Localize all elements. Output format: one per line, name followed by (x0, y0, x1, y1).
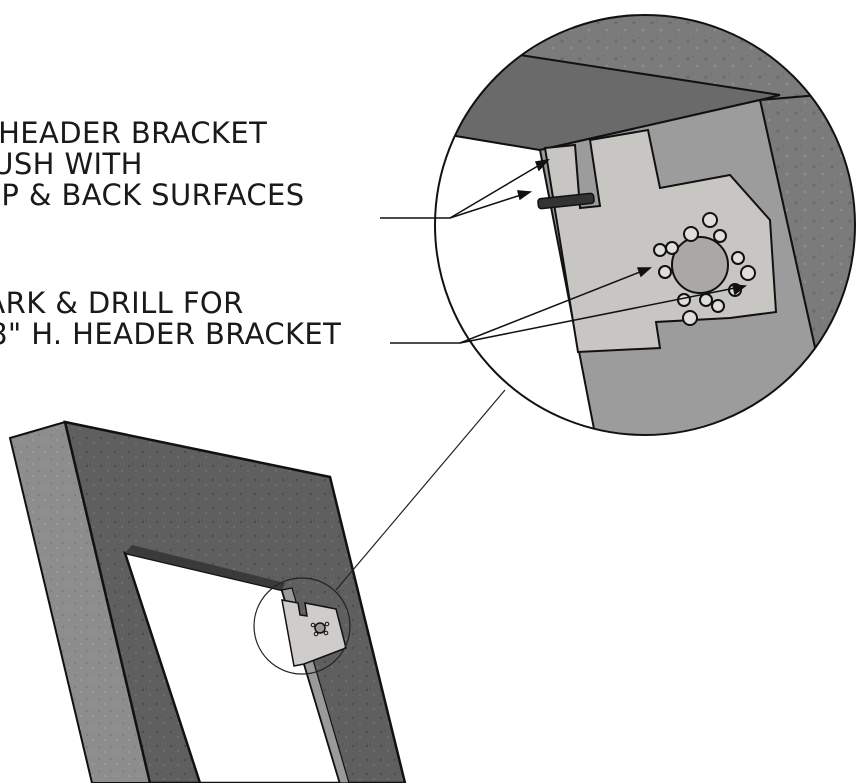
small-header-bracket (281, 599, 347, 667)
note-line: MARK & DRILL FOR (0, 286, 244, 320)
note-leaders (380, 158, 747, 344)
detail-header-bracket-plate (543, 128, 778, 354)
detail-bolt-slot (537, 192, 595, 210)
detail-view (434, 14, 856, 436)
detail-leader-line (335, 389, 506, 591)
note-line: 1. HEADER BRACKET (0, 116, 268, 150)
detail-callout-circle-large (434, 14, 856, 436)
header-reveal (125, 545, 285, 590)
detail-callout-circle-small (253, 577, 351, 675)
note-line: 7/8" H. HEADER BRACKET (0, 317, 342, 351)
detail-center-hole (671, 236, 729, 294)
note-line: FLUSH WITH (0, 147, 143, 181)
door-frame (8, 420, 407, 783)
note-header-bracket-flush: 1. HEADER BRACKETFLUSH WITHTOP & BACK SU… (0, 118, 305, 211)
detail-bolt-hole-ring (653, 212, 756, 326)
note-line: TOP & BACK SURFACES (0, 178, 305, 212)
frame-left-side (8, 420, 152, 783)
note-mark-and-drill: MARK & DRILL FOR7/8" H. HEADER BRACKET (0, 288, 341, 350)
